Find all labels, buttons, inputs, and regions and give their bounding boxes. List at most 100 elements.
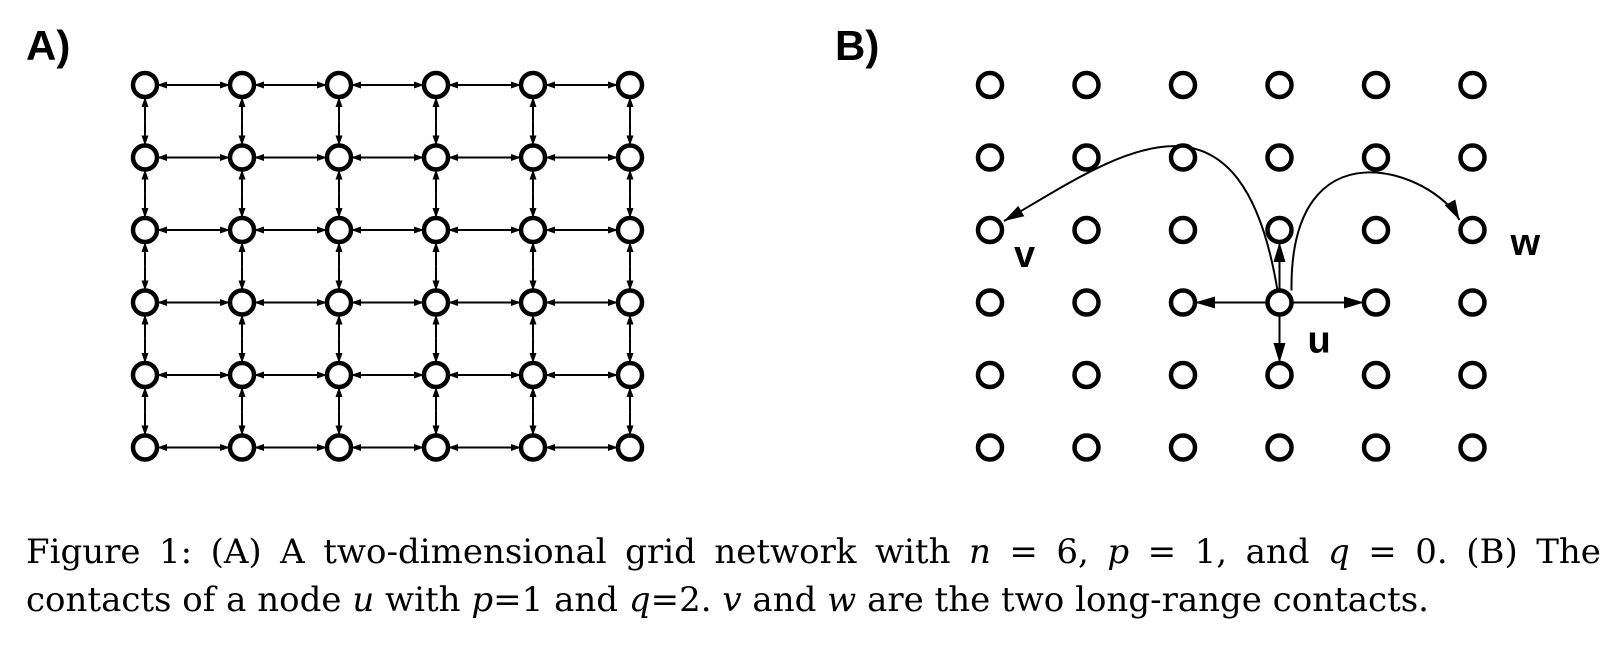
grid-node	[518, 433, 548, 462]
grid-node	[130, 288, 160, 317]
grid-a	[130, 70, 645, 462]
grid-b: u v w	[975, 70, 1541, 462]
caption-text: and	[1245, 532, 1310, 572]
grid-node	[1168, 143, 1198, 172]
grid-node	[1361, 433, 1391, 462]
caption-value: 6,	[1056, 532, 1089, 572]
caption-value: 2.	[679, 580, 712, 620]
grid-node	[324, 70, 354, 100]
caption-equals: =	[1009, 532, 1038, 572]
caption-value: 1	[521, 580, 544, 620]
panel-b-label: B)	[835, 22, 880, 69]
grid-node	[615, 433, 645, 462]
grid-node	[1458, 288, 1487, 317]
caption-text: with	[385, 580, 461, 620]
grid-node	[1458, 70, 1487, 100]
grid-node	[1361, 215, 1391, 245]
caption-equals: =	[650, 580, 680, 620]
grid-node	[130, 360, 160, 390]
caption-figure-number: Figure 1:	[26, 532, 193, 572]
grid-node	[324, 433, 354, 462]
long-range-arrow-w	[1290, 171, 1461, 291]
grid-node	[130, 433, 160, 462]
grid-node	[421, 433, 451, 462]
figure: A) B) u v w	[26, 22, 1541, 462]
grid-node	[1361, 288, 1391, 317]
grid-node	[1265, 215, 1294, 245]
caption-line-1: Figure 1: (A) A two-dimensional grid net…	[26, 528, 1601, 576]
caption-text: (A) A two-dimensional grid network with	[210, 532, 951, 572]
grid-node	[1072, 70, 1101, 100]
grid-node	[1458, 215, 1487, 245]
caption-value: 0.	[1415, 532, 1448, 572]
grid-node	[1168, 215, 1198, 245]
grid-node	[1072, 360, 1101, 390]
grid-node	[324, 360, 354, 390]
grid-node	[1072, 433, 1101, 462]
grid-node	[130, 215, 160, 245]
caption-var-v: v	[722, 580, 742, 620]
grid-node	[615, 143, 645, 172]
caption-text: are the two long-range contacts.	[867, 580, 1429, 620]
grid-node	[1168, 433, 1198, 462]
panel-a-label: A)	[26, 22, 71, 69]
caption-equals: =	[1368, 532, 1397, 572]
node-label-w: w	[1510, 222, 1541, 264]
grid-node	[1265, 288, 1294, 317]
caption-value: 1,	[1194, 532, 1228, 572]
caption-text: (B) The	[1466, 532, 1601, 572]
figure-caption: Figure 1: (A) A two-dimensional grid net…	[26, 528, 1601, 624]
grid-node	[518, 360, 548, 390]
caption-var-p: p	[471, 580, 494, 620]
grid-node	[1265, 360, 1294, 390]
caption-text: and	[752, 580, 817, 620]
caption-var-w: w	[827, 580, 857, 620]
grid-node	[1361, 70, 1391, 100]
grid-node	[975, 70, 1005, 100]
grid-node	[1458, 360, 1487, 390]
grid-node	[1265, 143, 1294, 172]
grid-node	[227, 288, 257, 317]
grid-node	[518, 143, 548, 172]
caption-var-p: p	[1107, 532, 1130, 572]
grid-node	[518, 70, 548, 100]
grid-node	[975, 360, 1005, 390]
grid-node	[227, 215, 257, 245]
grid-node	[1458, 433, 1487, 462]
grid-node	[518, 215, 548, 245]
grid-node	[421, 215, 451, 245]
node-label-u: u	[1308, 320, 1331, 362]
grid-node	[227, 143, 257, 172]
grid-node	[1168, 70, 1198, 100]
grid-node	[975, 288, 1005, 317]
grid-node	[615, 288, 645, 317]
caption-var-q: q	[628, 580, 651, 620]
grid-node	[324, 143, 354, 172]
grid-node	[615, 215, 645, 245]
grid-node	[421, 288, 451, 317]
grid-node	[324, 215, 354, 245]
grid-node	[975, 143, 1005, 172]
grid-node	[227, 360, 257, 390]
grid-node	[227, 433, 257, 462]
caption-text: contacts of a node	[26, 580, 342, 620]
grid-node	[615, 70, 645, 100]
caption-var-n: n	[968, 532, 991, 572]
grid-node	[615, 360, 645, 390]
caption-equals: =	[493, 580, 522, 620]
grid-node	[421, 143, 451, 172]
caption-var-u: u	[352, 580, 375, 620]
grid-node	[1168, 360, 1198, 390]
grid-node	[1072, 288, 1101, 317]
grid-node	[324, 288, 354, 317]
grid-node	[130, 143, 160, 172]
grid-node	[421, 360, 451, 390]
grid-node	[130, 70, 160, 100]
grid-node	[975, 215, 1005, 245]
long-range-arrow-v	[1003, 145, 1279, 291]
grid-node	[1168, 288, 1198, 317]
node-label-v: v	[1014, 234, 1035, 276]
caption-equals: =	[1147, 532, 1177, 572]
grid-node	[1072, 143, 1101, 172]
grid-node	[421, 70, 451, 100]
